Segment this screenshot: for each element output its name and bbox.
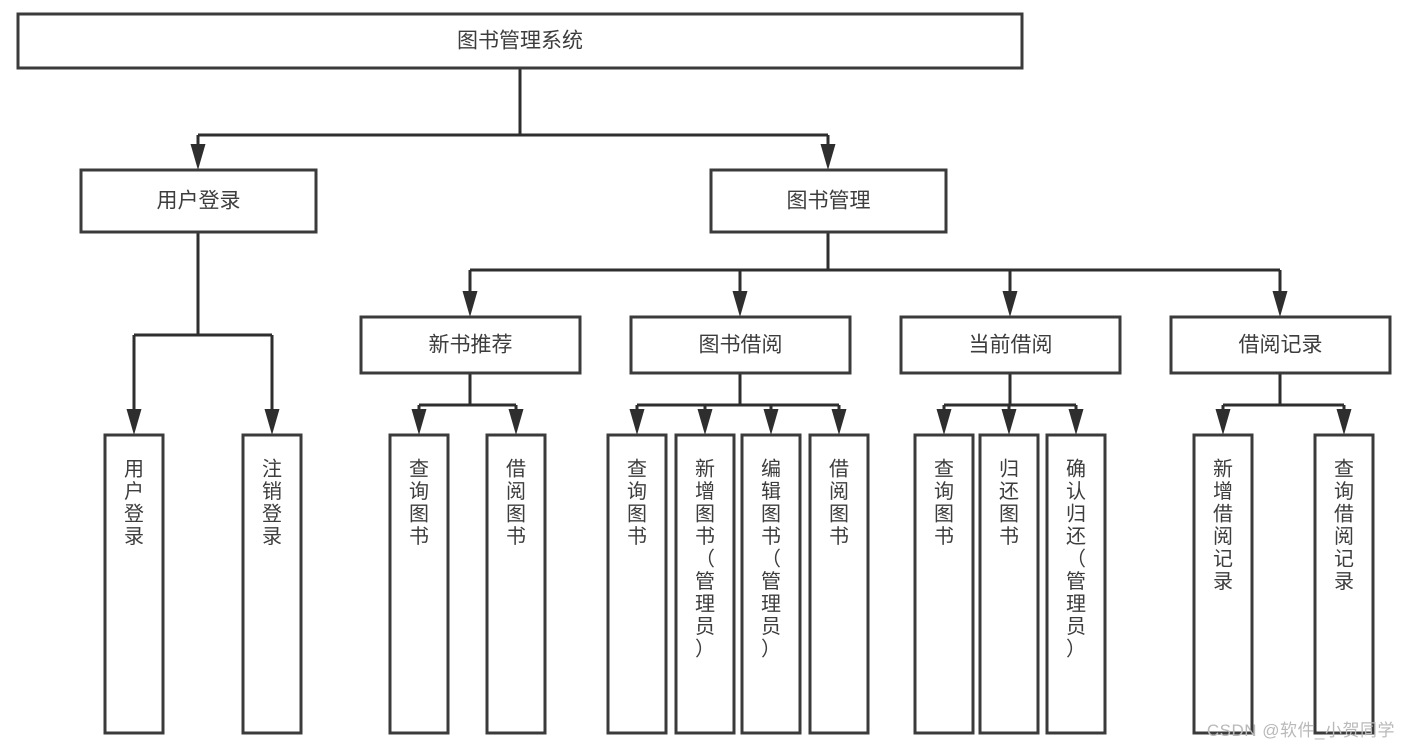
leaf-label: 查询图书	[627, 458, 647, 549]
leaf-box[interactable]	[674, 433, 736, 735]
level3-node[interactable]: 新书推荐	[359, 315, 582, 375]
leaf-node[interactable]: 确认归还（管理员）	[1045, 433, 1107, 735]
level2-box[interactable]	[79, 168, 318, 234]
connectors-group	[126, 68, 1352, 435]
leaf-node[interactable]: 查询图书	[606, 433, 668, 735]
leaf-box[interactable]	[740, 433, 802, 735]
level2-node[interactable]: 图书管理	[709, 168, 948, 234]
leaf-label: 编辑图书（管理员）	[761, 458, 781, 661]
leaf-label: 借阅图书	[506, 458, 526, 549]
level3-node[interactable]: 图书借阅	[629, 315, 852, 375]
leaf-box[interactable]	[913, 433, 975, 735]
level3-label: 当前借阅	[969, 334, 1053, 357]
leaf-label: 查询图书	[409, 458, 429, 549]
level2-node[interactable]: 用户登录	[79, 168, 318, 234]
connector-group	[126, 232, 280, 435]
connector-group	[190, 68, 836, 170]
connector-group	[1215, 373, 1352, 435]
leaf-node[interactable]: 编辑图书（管理员）	[740, 433, 802, 735]
leaf-label: 查询借阅记录	[1334, 458, 1354, 594]
leaf-box[interactable]	[978, 433, 1040, 735]
leaf-label: 新增图书（管理员）	[695, 458, 715, 661]
level2-label: 图书管理	[787, 190, 871, 213]
leaf-label: 归还图书	[999, 458, 1019, 549]
leaf-label: 注销登录	[262, 458, 282, 549]
level2-box[interactable]	[709, 168, 948, 234]
root-label: 图书管理系统	[457, 30, 583, 53]
leaf-node[interactable]: 用户登录	[103, 433, 165, 735]
connector-group	[629, 373, 847, 435]
level3-box[interactable]	[1169, 315, 1392, 375]
level3-box[interactable]	[359, 315, 582, 375]
leaf-node[interactable]: 借阅图书	[485, 433, 547, 735]
leaf-node[interactable]: 归还图书	[978, 433, 1040, 735]
leaf-label: 用户登录	[124, 459, 144, 549]
leaf-box[interactable]	[103, 433, 165, 735]
leaf-node[interactable]: 查询图书	[913, 433, 975, 735]
leaf-node[interactable]: 借阅图书	[808, 433, 870, 735]
leaf-label: 查询图书	[934, 458, 954, 549]
level3-label: 借阅记录	[1239, 334, 1323, 357]
leaf-node[interactable]: 注销登录	[241, 433, 303, 735]
level3-node[interactable]: 当前借阅	[899, 315, 1122, 375]
root-box[interactable]	[16, 12, 1024, 70]
level3-node[interactable]: 借阅记录	[1169, 315, 1392, 375]
leaf-label: 借阅图书	[829, 458, 849, 549]
leaf-box[interactable]	[1313, 433, 1375, 735]
leaf-box[interactable]	[485, 433, 547, 735]
level3-box[interactable]	[629, 315, 852, 375]
connector-group	[462, 232, 1288, 317]
connector-group	[411, 373, 524, 435]
level3-box[interactable]	[899, 315, 1122, 375]
level2-label: 用户登录	[157, 190, 241, 213]
leaf-box[interactable]	[808, 433, 870, 735]
leaf-box[interactable]	[606, 433, 668, 735]
connector-group	[936, 373, 1084, 435]
leaf-node[interactable]: 新增图书（管理员）	[674, 433, 736, 735]
leaf-box[interactable]	[1192, 433, 1254, 735]
leaf-node[interactable]: 查询借阅记录	[1313, 433, 1375, 735]
level3-label: 新书推荐	[429, 334, 513, 357]
leaf-box[interactable]	[241, 433, 303, 735]
root-node[interactable]: 图书管理系统	[16, 12, 1024, 70]
leaf-label: 新增借阅记录	[1213, 458, 1233, 594]
leaf-label: 确认归还（管理员）	[1066, 458, 1086, 661]
leaf-node[interactable]: 新增借阅记录	[1192, 433, 1254, 735]
level3-label: 图书借阅	[699, 334, 783, 357]
leaf-box[interactable]	[388, 433, 450, 735]
leaf-box[interactable]	[1045, 433, 1107, 735]
leaf-node[interactable]: 查询图书	[388, 433, 450, 735]
